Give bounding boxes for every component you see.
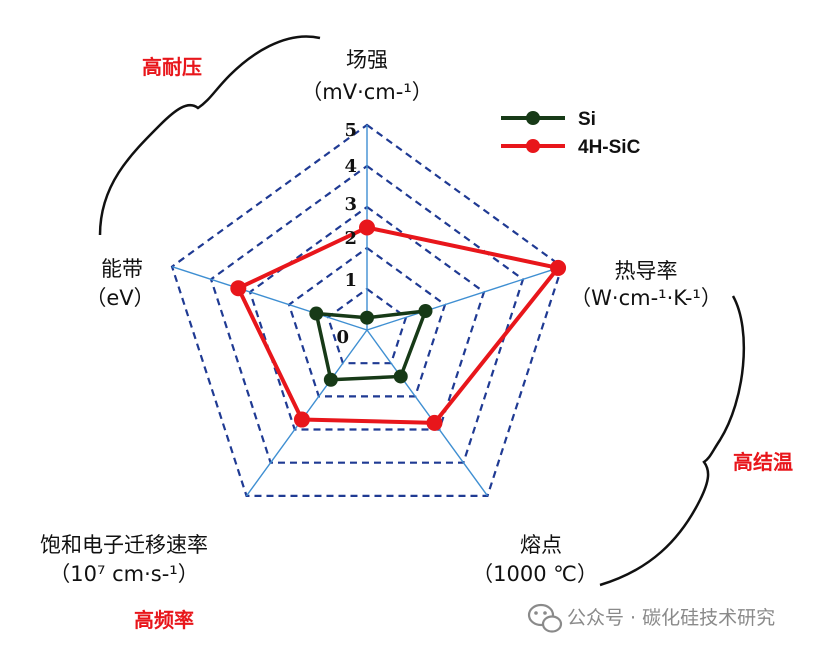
legend-label-4h-sic: 4H-SiC (578, 137, 641, 158)
tick-label: 1 (344, 270, 357, 291)
annotations: 高耐压 高结温 高频率 (98, 35, 793, 632)
axis-spoke-4 (171, 265, 368, 331)
series-line-si (314, 309, 428, 382)
watermark-text: 公众号 · 碳化硅技术研究 (567, 607, 775, 629)
data-point-si-1 (418, 303, 433, 318)
axis-unit-field-strength: （mV·cm-¹） (301, 80, 433, 104)
axis-label-bandgap: 能带 (101, 257, 143, 281)
legend: Si 4H-SiC (501, 109, 641, 158)
axis-spoke-2 (366, 329, 489, 497)
grid-ring-5 (170, 123, 564, 497)
annotation-high-voltage: 高耐压 (142, 55, 202, 79)
annotation-high-temperature: 高结温 (733, 450, 793, 474)
axis-unit-saturation-velocity: （10⁷ cm·s-¹） (49, 562, 198, 586)
tick-label: 4 (344, 156, 357, 177)
data-point-si-4 (309, 306, 324, 321)
axis-spoke-1 (366, 265, 563, 331)
tick-label: 0 (336, 327, 349, 348)
data-point-4h-sic-1 (550, 259, 567, 276)
data-point-4h-sic-4 (230, 280, 247, 297)
legend-label-si: Si (578, 109, 596, 130)
axis-label-thermal-conductivity: 热导率 (615, 259, 678, 283)
annotation-high-frequency: 高频率 (134, 608, 194, 632)
axis-label-saturation-velocity: 饱和电子迁移速率 (40, 533, 208, 557)
tick-label: 5 (344, 120, 357, 141)
brace-high-temperature (599, 295, 746, 587)
wechat-icon (527, 603, 563, 633)
tick-label: 2 (344, 228, 357, 249)
data-point-4h-sic-2 (426, 414, 443, 431)
axis-spoke-3 (245, 329, 368, 497)
legend-marker-si (526, 111, 540, 125)
axis-unit-melting-point: （1000 ℃） (472, 562, 598, 586)
brace-high-voltage (98, 35, 321, 236)
grid-ring-2 (287, 246, 447, 398)
data-point-si-3 (323, 372, 338, 387)
data-point-si-0 (360, 310, 374, 325)
data-point-si-2 (393, 369, 408, 384)
axis-layer (171, 125, 563, 497)
tick-label: 3 (344, 194, 357, 215)
grid-ring-3 (248, 205, 486, 431)
tick-layer: 0 1 2 3 4 5 (336, 120, 357, 348)
series-layer (230, 219, 567, 431)
axis-labels: 场强 （mV·cm-¹） 热导率 （W·cm-¹·K-¹） 熔点 （1000 ℃… (40, 48, 722, 586)
legend-marker-4h-sic (526, 139, 540, 153)
axis-label-melting-point: 熔点 (520, 533, 562, 557)
data-point-4h-sic-0 (359, 219, 375, 236)
series-line-4h-sic (236, 225, 561, 425)
axis-unit-thermal-conductivity: （W·cm-¹·K-¹） (570, 286, 722, 310)
data-point-4h-sic-3 (293, 411, 310, 428)
axis-unit-bandgap: （eV） (85, 286, 154, 310)
grid-ring-4 (209, 164, 525, 464)
watermark: 公众号 · 碳化硅技术研究 (527, 603, 775, 633)
axis-label-field-strength: 场强 (346, 48, 388, 72)
